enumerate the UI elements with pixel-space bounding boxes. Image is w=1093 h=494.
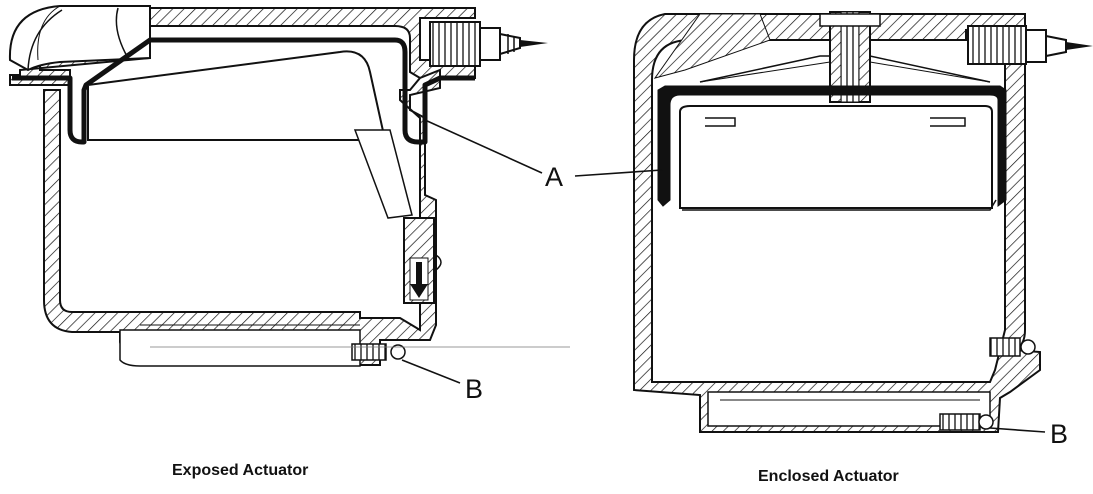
- exposed-stem: [353, 129, 413, 219]
- enclosed-spring-plate: [653, 13, 771, 79]
- callout-a-leader-right: [574, 169, 663, 177]
- enclosed-clamp-side: [989, 337, 1021, 357]
- down-arrow-icon: [410, 262, 428, 298]
- callout-a: A: [545, 162, 563, 192]
- callout-b-right: B: [1050, 419, 1068, 449]
- callout-b-left-leader: [401, 359, 461, 384]
- exposed-piston-plate: [87, 50, 387, 141]
- callout-b-left: B: [465, 374, 483, 404]
- exposed-air-fitting: [429, 21, 548, 67]
- exposed-bottom-ring: [119, 329, 361, 367]
- exposed-clamp: [351, 343, 387, 361]
- enclosed-actuator: [574, 11, 1093, 433]
- enclosed-clamp-bottom: [939, 413, 981, 431]
- enclosed-air-fitting: [967, 25, 1093, 65]
- exposed-inlet-pipe: [8, 5, 151, 72]
- exposed-actuator-caption: Exposed Actuator: [172, 462, 309, 479]
- callout-b-right-leader: [989, 427, 1046, 433]
- enclosed-diaphragm: [657, 85, 1007, 207]
- exposed-housing: [43, 68, 441, 366]
- exposed-diaphragm: [12, 37, 475, 145]
- enclosed-actuator-caption: Enclosed Actuator: [758, 468, 899, 485]
- exposed-actuator: [8, 5, 570, 384]
- callout-a-leader-left: [424, 119, 543, 174]
- enclosed-piston-plate: [679, 105, 993, 209]
